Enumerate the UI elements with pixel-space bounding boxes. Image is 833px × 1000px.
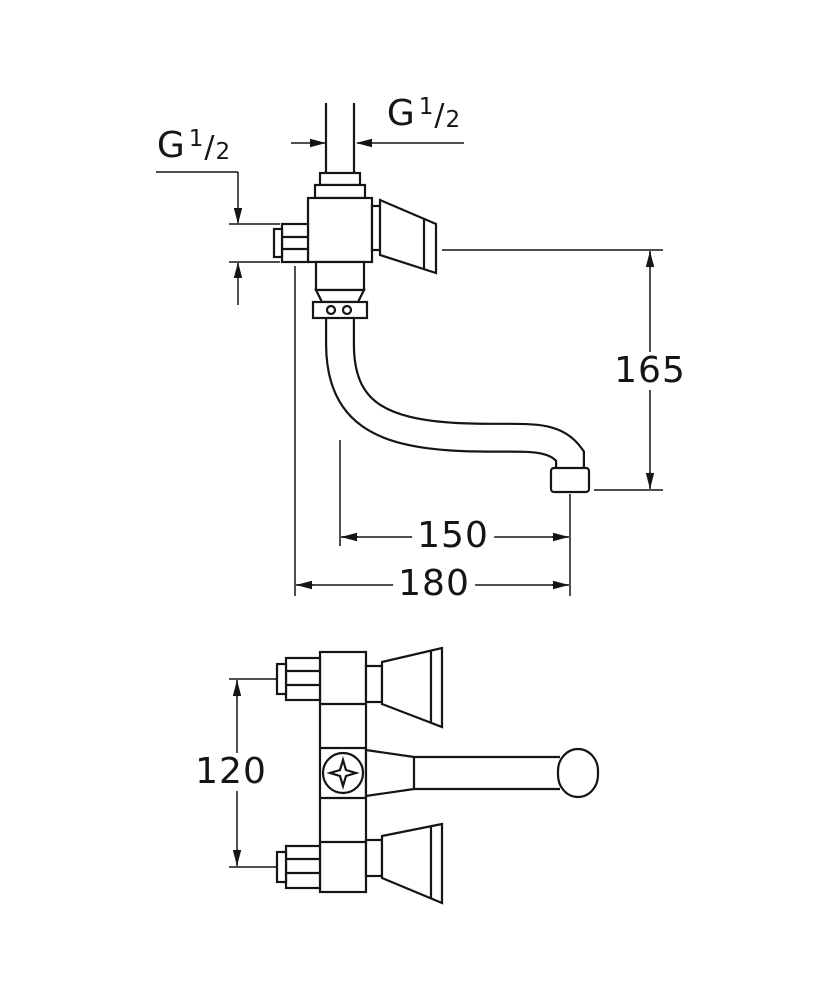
side-view-faucet [272,103,591,494]
spout-collar [311,300,369,320]
front-knob-bottom-stem [364,838,384,878]
front-nut-top [284,656,322,702]
valve-body [306,196,374,264]
wall-nut [280,222,310,264]
front-knob-bottom-bell [380,822,444,905]
collar-screw-right [341,304,353,316]
front-nut-bottom [284,844,322,890]
thread-left-prefix: G [156,125,186,166]
front-spout-connector [364,748,416,798]
dimension-lines-side-view [156,138,663,596]
collar-screw-left [325,304,337,316]
inlet-pipe-fill [326,103,354,174]
dimension-label-120: 120 [190,753,272,791]
thread-top-prefix: G [386,93,416,134]
adapter-collar-upper [318,171,362,187]
thread-left-slash: / [204,130,216,165]
thread-left-numerator: 1 [188,126,205,152]
adapter-collar-lower [313,183,367,200]
wall-nut-cap [272,227,284,259]
dimension-label-180: 180 [393,565,475,603]
valve-body-step [314,260,366,292]
front-knob-top-bell [380,646,444,729]
valve-body-taper [314,288,366,304]
front-knob-top-stem [364,664,384,704]
spout-bore [327,316,583,470]
dimension-label-150: 150 [412,517,494,555]
thread-left-denominator: 2 [215,139,232,165]
spout-outlet-flange [549,466,591,494]
front-nut-top-cap [275,662,288,696]
front-view-faucet [275,646,600,905]
thread-top-denominator: 2 [445,107,462,133]
front-spout-end-cap [556,747,600,799]
center-screw-cross [326,756,360,790]
knob-bell [378,198,438,275]
front-nut-bottom-cap [275,850,288,884]
thread-top-numerator: 1 [418,94,435,120]
thread-top-slash: / [434,98,446,133]
dimension-label-165: 165 [609,352,691,390]
